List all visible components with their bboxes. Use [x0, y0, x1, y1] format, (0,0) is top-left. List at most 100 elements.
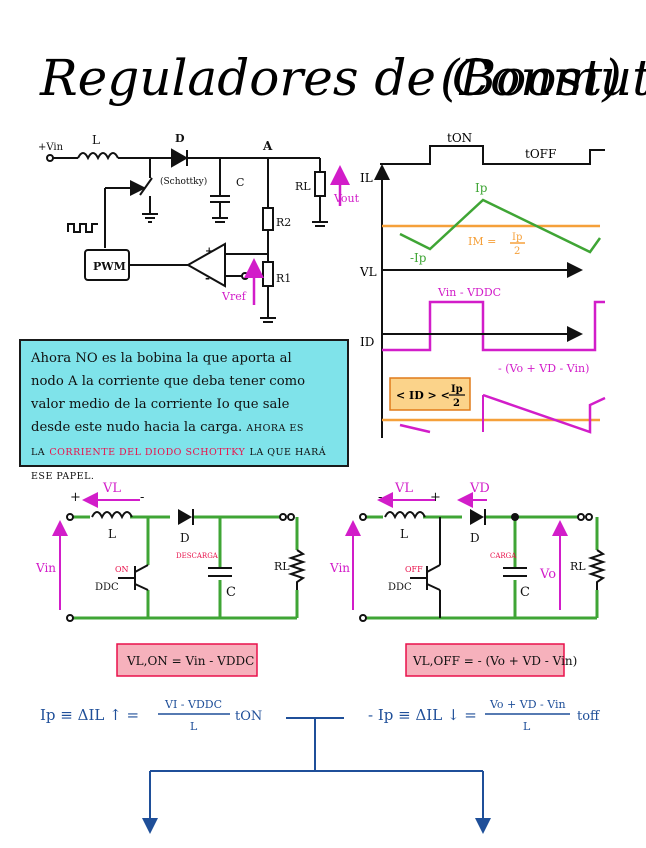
- label-d-left: D: [180, 531, 190, 545]
- label-im-den: 2: [514, 246, 520, 257]
- label-vl-off: VL,OFF = - (Vo + VD - Vin): [412, 654, 577, 668]
- id-average-box: [389, 377, 471, 411]
- rl-symbol: [314, 171, 326, 197]
- label-minus-right: -: [378, 490, 382, 505]
- label-vin-left: Vin: [35, 561, 56, 575]
- comparator-symbol: [185, 242, 226, 288]
- label-neg-ip: -Ip: [410, 251, 427, 265]
- label-c-left: C: [226, 585, 236, 600]
- label-vl-axis: VL: [359, 265, 377, 279]
- diode-symbol: [171, 148, 189, 168]
- label-diode: D: [175, 132, 185, 145]
- label-r2: R2: [276, 216, 291, 229]
- vl-on-box: [116, 643, 258, 677]
- tree-connector: [142, 717, 491, 834]
- r1-symbol: [262, 261, 274, 287]
- label-cap: C: [236, 176, 244, 189]
- off-state-circuit: VL - + VD L D Vin OFF DDC CARGA C Vo RL: [329, 481, 607, 622]
- label-vl-on: VL,ON = Vin - VDDC: [126, 654, 254, 668]
- note-line-1: Ahora NO es la bobina la que aporta al: [31, 351, 292, 366]
- il-waveform: [399, 198, 602, 254]
- label-ddc-left: DDC: [95, 582, 119, 593]
- label-carga: CARGA: [490, 552, 517, 560]
- label-vl-high: Vin - VDDC: [437, 286, 501, 299]
- label-rl-left: RL: [274, 560, 290, 573]
- r2-symbol: [262, 207, 274, 231]
- note-line-4-text: desde este nudo hacia la carga.: [31, 420, 243, 435]
- label-id-box-num: Ip: [451, 384, 463, 395]
- label-ip: Ip: [475, 181, 488, 195]
- label-ip-off-den: L: [523, 720, 531, 733]
- label-ip-on-left: Ip ≡ ΔIL ↑ =: [40, 706, 139, 724]
- label-id-axis: ID: [360, 335, 374, 349]
- label-r1: R1: [276, 272, 291, 285]
- label-id-box-den: 2: [453, 398, 460, 409]
- label-plus-left: +: [70, 490, 81, 505]
- svg-text:+: +: [205, 246, 213, 257]
- label-ip-off-left: - Ip ≡ ΔIL ↓ =: [368, 706, 477, 724]
- note-line-5-red: CORRIENTE DEL DIODO SCHOTTKY: [49, 447, 246, 458]
- label-descarga: DESCARGA: [176, 552, 219, 560]
- ip-equations: Ip ≡ ΔIL ↑ = VI - VDDC L tON - Ip ≡ ΔIL …: [40, 698, 601, 733]
- note-line-5-b: LA QUE HARÁ ESE PAPEL.: [31, 447, 327, 482]
- pwm-block: [84, 249, 130, 281]
- label-rl: RL: [295, 180, 311, 193]
- inductor-symbol: [77, 152, 119, 161]
- switch-symbol: [139, 177, 153, 196]
- label-rl-right: RL: [570, 560, 586, 573]
- label-c-right: C: [520, 585, 530, 600]
- note-line-3: valor medio de la corriente Io que sale: [31, 397, 290, 412]
- label-d-right: D: [470, 531, 480, 545]
- label-vl-low: - (Vo + VD - Vin): [498, 362, 589, 375]
- label-ddc-right: DDC: [388, 582, 412, 593]
- gate-signal-trace: [380, 145, 605, 165]
- label-toff: tOFF: [525, 147, 556, 161]
- label-minus-left: -: [140, 490, 144, 505]
- label-vl-left: VL: [102, 481, 121, 496]
- svg-text:-: -: [205, 271, 210, 285]
- label-l-left: L: [108, 527, 116, 541]
- note-line-2: nodo A la corriente que deba tener como: [31, 374, 306, 389]
- label-vref: Vref: [221, 290, 247, 303]
- id-waveform: [399, 393, 606, 434]
- label-ip-on-num: VI - VDDC: [164, 698, 222, 711]
- note-line-5: LA CORRIENTE DEL DIODO SCHOTTKY LA QUE H…: [31, 440, 337, 488]
- label-node-a: A: [262, 139, 273, 153]
- label-vin: +Vin: [38, 142, 64, 153]
- timing-diagram: tON tOFF IL Ip -Ip IM = Ip 2 VL Vin - VD…: [359, 131, 606, 438]
- on-state-circuit: VL + - L D Vin ON DDC DESCARGA C RL: [35, 481, 307, 622]
- label-ip-on-den: L: [190, 720, 198, 733]
- label-inductor: L: [92, 133, 100, 147]
- label-off: OFF: [405, 565, 423, 574]
- label-id-box: < ID > <: [396, 389, 450, 402]
- title-prefix: Reguladores de Conmutación: [39, 49, 646, 107]
- explanation-note: Ahora NO es la bobina la que aporta al n…: [19, 339, 349, 482]
- title-suffix: (Boost): [440, 49, 622, 107]
- label-vin-right: Vin: [329, 561, 350, 575]
- title: Reguladores de Conmutación (Boost): [39, 49, 646, 107]
- label-schottky: (Schottky): [160, 176, 207, 187]
- boost-schematic: [46, 148, 328, 323]
- pwm-wave-icon: [67, 223, 98, 233]
- label-ip-off-t: toff: [577, 709, 601, 724]
- vl-off-box: [405, 643, 565, 677]
- vin-terminal: [46, 154, 54, 162]
- note-line-4-caps: AHORA ES: [246, 423, 304, 434]
- label-im: IM =: [468, 235, 496, 248]
- label-pwm: PWM: [93, 260, 126, 273]
- label-plus-right: +: [430, 490, 441, 505]
- label-ip-off-num: Vo + VD - Vin: [489, 698, 566, 711]
- note-line-5-a: LA: [31, 447, 46, 458]
- label-vl-right: VL: [394, 481, 413, 496]
- label-im-num: Ip: [512, 232, 522, 243]
- note-line-4: desde este nudo hacia la carga. AHORA ES: [31, 416, 337, 440]
- label-vd: VD: [469, 481, 490, 496]
- vl-waveform: [382, 300, 605, 352]
- label-vout: Vout: [333, 192, 360, 205]
- label-ton: tON: [447, 131, 472, 145]
- label-on: ON: [115, 565, 129, 574]
- label-vo: Vo: [539, 567, 556, 582]
- label-ip-on-t: tON: [235, 709, 262, 724]
- label-l-right: L: [400, 527, 408, 541]
